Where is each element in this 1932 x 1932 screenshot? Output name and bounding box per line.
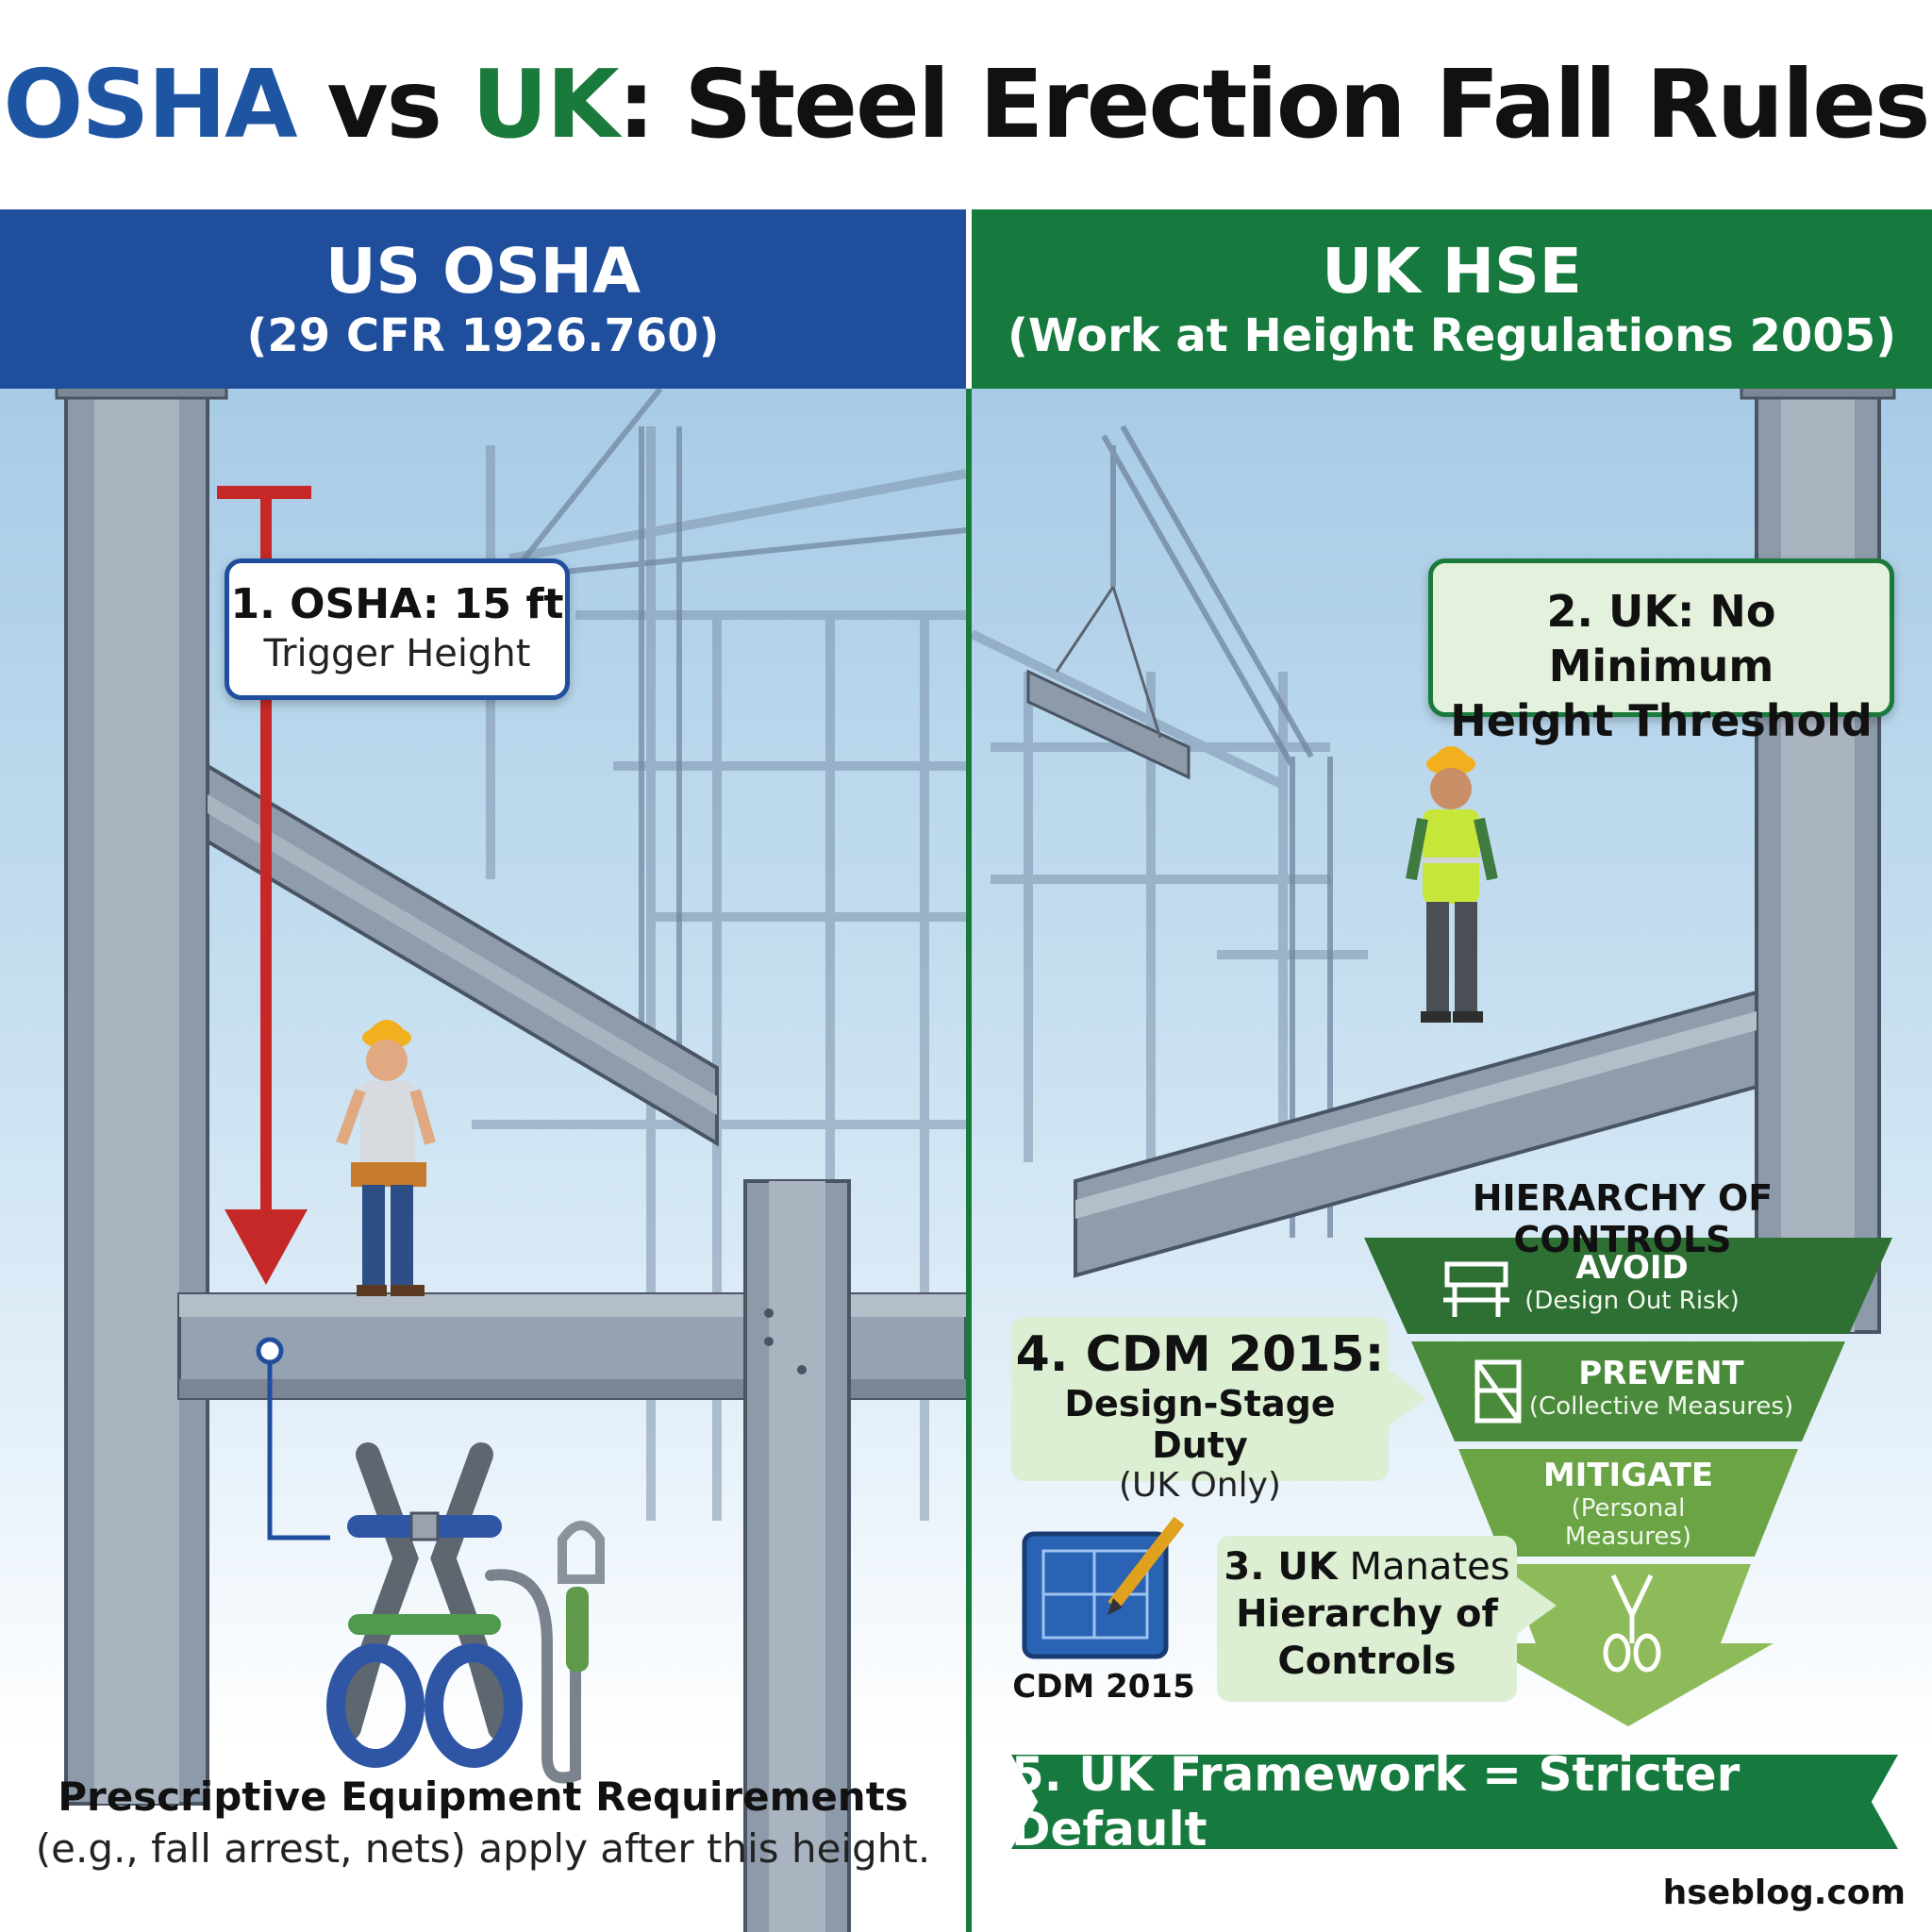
hierarchy-title: HIERARCHY OF CONTROLS <box>1472 1177 1774 1260</box>
site-watermark: hseblog.com <box>1662 1874 1906 1912</box>
level-mitigate: MITIGATE (Personal Measures) <box>1515 1457 1741 1551</box>
hoc-box-line3: Controls <box>1277 1640 1457 1683</box>
harness-small-icon <box>1603 1574 1661 1673</box>
us-steel-illustration <box>55 389 966 1932</box>
level-avoid-title: AVOID <box>1575 1249 1689 1287</box>
blueprint-icon <box>1022 1516 1185 1659</box>
cdm-icon-label: CDM 2015 <box>1012 1668 1195 1706</box>
uk-worker-figure <box>1406 746 1498 1023</box>
osha-callout-subtitle: Trigger Height <box>263 632 531 675</box>
title-uk: UK <box>471 48 620 159</box>
level-mitigate-title: MITIGATE <box>1542 1457 1714 1494</box>
level-prevent-sub: (Collective Measures) <box>1528 1392 1794 1421</box>
hoc-box-line2: Hierarchy of <box>1236 1592 1498 1636</box>
title-rest: : Steel Erection Fall Rules <box>617 48 1931 159</box>
cdm-box-title: 4. CDM 2015: <box>1015 1326 1385 1383</box>
page-title: OSHA vs UK : Steel Erection Fall Rules <box>0 0 1932 208</box>
level-prevent: PREVENT (Collective Measures) <box>1524 1355 1798 1421</box>
level-prevent-title: PREVENT <box>1578 1355 1744 1392</box>
uk-hierarchy-box: 3. UK Manates Hierarchy of Controls <box>1217 1536 1517 1702</box>
us-requirements-text: (e.g., fall arrest, nets) apply after th… <box>35 1825 931 1872</box>
osha-callout-title: 1. OSHA: 15 ft <box>230 580 564 628</box>
uk-steel-illustration <box>972 389 1896 1726</box>
uk-header: UK HSE (Work at Height Regulations 2005) <box>972 209 1932 389</box>
panel-divider <box>966 389 972 1932</box>
uk-callout-line2: Height Threshold <box>1450 695 1873 746</box>
safety-harness-icon <box>326 1442 605 1784</box>
title-vs: vs <box>295 48 472 159</box>
uk-callout-line1: 2. UK: No Minimum <box>1546 586 1776 691</box>
uk-subheading: (Work at Height Regulations 2005) <box>1007 309 1897 362</box>
us-header: US OSHA (29 CFR 1926.760) <box>0 209 966 389</box>
cdm-duty-box: 4. CDM 2015: Design-Stage Duty (UK Only) <box>1011 1317 1389 1505</box>
cdm-box-note: (UK Only) <box>1119 1466 1281 1505</box>
osha-trigger-callout: 1. OSHA: 15 ft Trigger Height <box>225 558 570 700</box>
us-worker-figure <box>336 1020 436 1296</box>
us-requirements-note: Prescriptive Equipment Requirements (e.g… <box>0 1774 966 1872</box>
scaffold-icon <box>1474 1359 1522 1424</box>
title-osha: OSHA <box>3 48 297 159</box>
level-avoid-sub: (Design Out Risk) <box>1524 1287 1740 1315</box>
level-avoid: AVOID (Design Out Risk) <box>1509 1249 1755 1315</box>
us-subheading: (29 CFR 1926.760) <box>246 309 720 362</box>
level-mitigate-sub1: (Personal <box>1571 1494 1686 1523</box>
uk-heading: UK HSE <box>1322 235 1582 308</box>
cdm-box-duty: Design-Stage Duty <box>1064 1383 1336 1466</box>
barrier-icon <box>1443 1261 1509 1317</box>
hoc-box-verb: Manates <box>1337 1545 1510 1589</box>
us-heading: US OSHA <box>325 235 641 308</box>
uk-threshold-callout: 2. UK: No Minimum Height Threshold <box>1428 558 1894 746</box>
level-mitigate-sub2: Measures) <box>1564 1523 1692 1551</box>
stricter-default-banner: 5. UK Framework = Stricter Default <box>1011 1755 1898 1849</box>
us-requirements-bold: Prescriptive Equipment Requirements <box>58 1774 908 1820</box>
hoc-box-number: 3. UK <box>1224 1545 1338 1589</box>
